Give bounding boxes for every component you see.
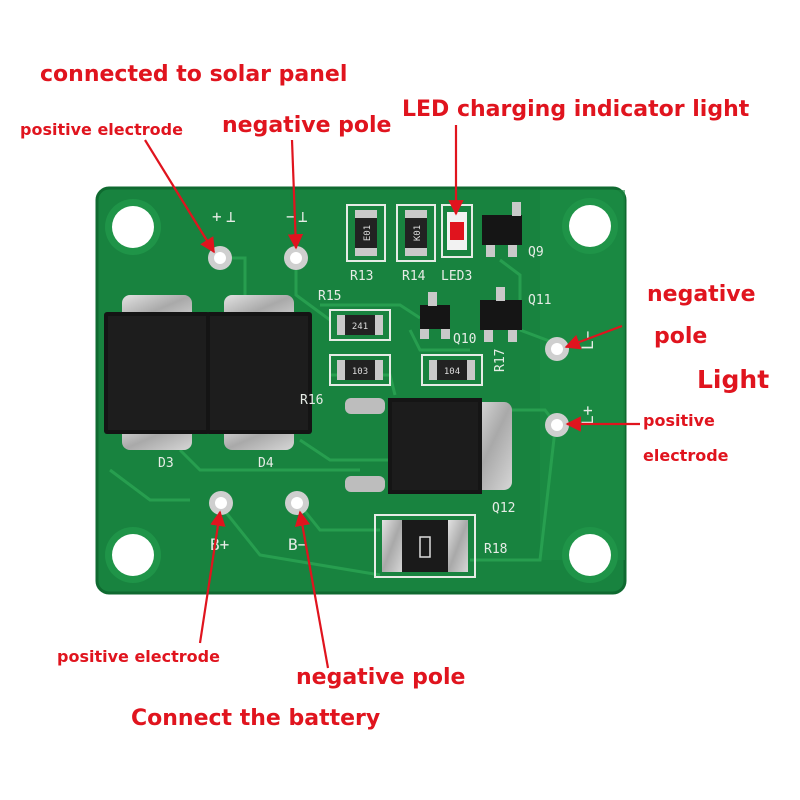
silkscreen-labels: + ⊥ − ⊥ R13 R14 LED3 Q9 R15 Q11 Q10 R17 … bbox=[158, 207, 597, 557]
resistor-r17: 104 bbox=[421, 354, 483, 386]
silk-solar-minus: − bbox=[286, 207, 296, 226]
transistor-q10 bbox=[420, 292, 450, 339]
diode-d3 bbox=[104, 295, 210, 450]
silk-q11: Q11 bbox=[528, 293, 551, 308]
label-solar-negative: negative pole bbox=[222, 113, 392, 138]
svg-text:K01: K01 bbox=[413, 225, 423, 241]
transistor-q9 bbox=[482, 202, 522, 257]
label-led-indicator: LED charging indicator light bbox=[402, 97, 750, 122]
label-battery-positive: positive electrode bbox=[57, 647, 220, 666]
resistor-r16: 103 bbox=[329, 354, 391, 386]
mounting-holes bbox=[105, 198, 618, 583]
label-solar-positive: positive electrode bbox=[20, 120, 183, 139]
svg-text:241: 241 bbox=[352, 322, 368, 332]
label-light-negative-2: pole bbox=[654, 324, 708, 349]
arrow-battery-negative bbox=[294, 510, 330, 669]
board-edge-zone bbox=[540, 190, 625, 560]
diode-d4 bbox=[206, 295, 312, 450]
silk-q10: Q10 bbox=[453, 332, 476, 347]
silk-r16: R16 bbox=[300, 393, 323, 408]
label-battery-negative: negative pole bbox=[296, 665, 466, 690]
resistor-r14: K01 bbox=[396, 204, 436, 262]
annotation-arrows bbox=[144, 125, 640, 669]
resistor-r18 bbox=[374, 514, 476, 578]
svg-text:103: 103 bbox=[352, 367, 368, 377]
label-light-negative-1: negative bbox=[647, 282, 756, 307]
resistor-r15: 241 bbox=[329, 309, 391, 341]
silk-b-minus: B− bbox=[288, 535, 307, 554]
silk-d3: D3 bbox=[158, 456, 174, 471]
transistor-q11 bbox=[480, 287, 522, 342]
arrow-solar-positive bbox=[144, 139, 215, 254]
arrow-battery-positive bbox=[198, 510, 226, 644]
silk-solar-plus: + bbox=[212, 207, 222, 226]
silk-q9: Q9 bbox=[528, 245, 544, 260]
svg-text:104: 104 bbox=[444, 367, 460, 377]
mosfet-q12 bbox=[345, 398, 512, 494]
arrow-light-negative bbox=[564, 324, 623, 350]
silk-b-plus: B+ bbox=[210, 535, 229, 554]
svg-text:⊥: ⊥ bbox=[298, 207, 308, 226]
label-solar-panel: connected to solar panel bbox=[40, 62, 348, 87]
resistor-r13: E01 bbox=[346, 204, 386, 262]
label-battery: Connect the battery bbox=[131, 706, 381, 731]
silk-r15: R15 bbox=[318, 289, 341, 304]
label-light: Light bbox=[697, 365, 770, 394]
silk-led3: LED3 bbox=[441, 269, 472, 284]
silk-r17: R17 bbox=[493, 349, 508, 372]
pcb-pads bbox=[208, 246, 569, 515]
silk-q12: Q12 bbox=[492, 501, 515, 516]
silk-l-minus: L− bbox=[578, 331, 597, 350]
svg-text:E01: E01 bbox=[363, 225, 373, 241]
silk-r14: R14 bbox=[402, 269, 426, 284]
svg-text:⊥: ⊥ bbox=[226, 207, 236, 226]
label-light-positive-2: electrode bbox=[643, 446, 729, 465]
silk-r13: R13 bbox=[350, 269, 373, 284]
arrow-solar-negative bbox=[287, 139, 304, 250]
silk-l-plus: L+ bbox=[578, 406, 597, 425]
silk-d4: D4 bbox=[258, 456, 274, 471]
label-light-positive-1: positive bbox=[643, 411, 715, 430]
silk-r18: R18 bbox=[484, 542, 507, 557]
